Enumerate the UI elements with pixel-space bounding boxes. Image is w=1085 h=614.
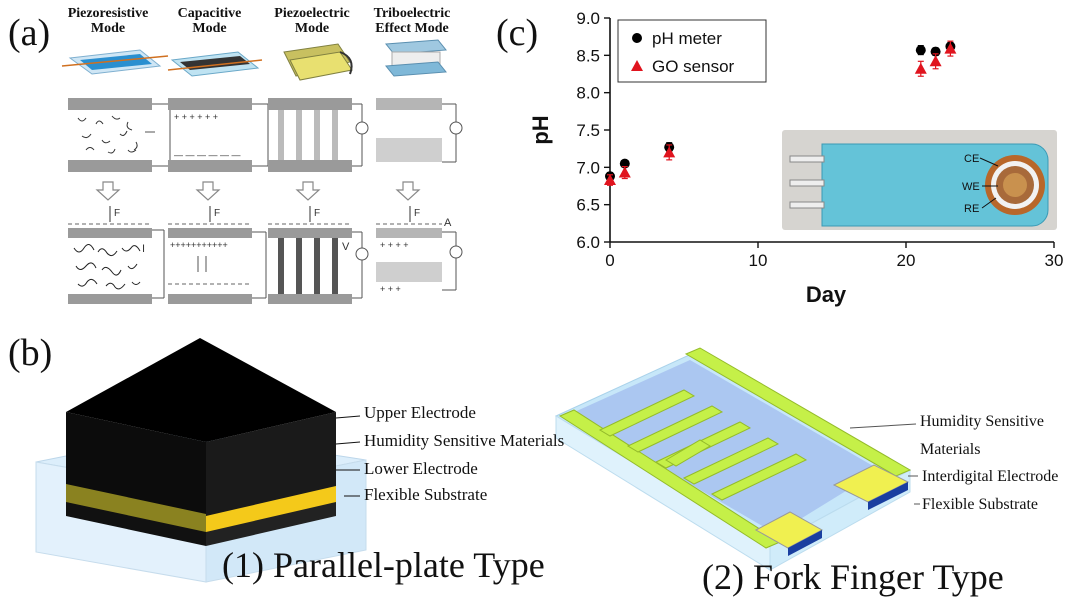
piezoresistive-relaxed-schematic	[68, 98, 171, 172]
point-go-sensor	[604, 174, 616, 186]
x-axis-label: Day	[806, 282, 847, 307]
svg-text:F: F	[414, 208, 420, 219]
contact-pad-2	[789, 179, 825, 187]
svg-text:+ + + + + +: + + + + + +	[174, 112, 218, 122]
y-tick-label: 7.0	[576, 158, 600, 177]
label-upper-electrode: Upper Electrode	[364, 403, 476, 422]
panel-a-letter: (a)	[8, 12, 51, 54]
mode-title-piezoresistive: Piezoresistive Mode	[67, 6, 149, 36]
chart-axes: 0 10 20 30 6.0 6.5 7.0 7.5 8.0 8.5 9.0	[576, 9, 1063, 270]
y-tick-label: 7.5	[576, 121, 600, 140]
panel-b-letter: (b)	[8, 332, 53, 374]
mode-title-capacitive: Capacitive Mode	[177, 6, 242, 36]
x-tick-label: 0	[605, 251, 614, 270]
svg-text:F: F	[314, 208, 320, 219]
label-interdigital-electrode: Interdigital Electrode	[922, 468, 1059, 485]
piezoelectric-pressed-schematic: F V	[268, 206, 369, 304]
inset-label-we: WE	[962, 181, 980, 193]
svg-text:+++++++++++: +++++++++++	[170, 240, 228, 250]
svg-text:F: F	[214, 208, 220, 219]
caption-parallel-plate: (1) Parallel-plate Type	[222, 545, 545, 585]
upper-electrode	[66, 412, 206, 514]
y-tick-label: 6.0	[576, 233, 600, 252]
label-fork-flexible-substrate: Flexible Substrate	[922, 496, 1038, 513]
capacitive-relaxed-schematic: + + + + + + — — — — — —	[168, 98, 269, 172]
svg-text:+ + +: + + +	[380, 284, 401, 294]
sensing-film	[570, 360, 880, 534]
chart-legend: pH meter GO sensor	[617, 19, 767, 83]
contact-pad-3	[789, 201, 825, 209]
point-go-sensor	[914, 62, 927, 74]
capacitive-device-illustration	[167, 51, 263, 77]
label-flexible-substrate: Flexible Substrate	[364, 485, 488, 504]
triboelectric-pressed-schematic: F + + + + + + + A	[376, 206, 463, 294]
mode-title-triboelectric: Triboelectric Effect Mode	[373, 6, 451, 36]
piezoelectric-device-illustration	[283, 43, 353, 81]
x-tick-label: 10	[749, 251, 768, 270]
y-axis-label: pH	[528, 115, 553, 144]
legend-label-ph-meter: pH meter	[652, 29, 722, 48]
legend-marker-go-sensor	[631, 60, 643, 71]
contact-pad-1	[789, 155, 825, 163]
label-lower-electrode: Lower Electrode	[364, 459, 478, 478]
ph-stability-chart: 0 10 20 30 6.0 6.5 7.0 7.5 8.0 8.5 9.0 CE WE RE pH…	[528, 9, 1063, 307]
piezoresistive-device-illustration	[61, 49, 169, 75]
fork-finger-sensor	[554, 347, 920, 571]
label-humidity-materials: Humidity Sensitive Materials	[364, 431, 565, 450]
caption-fork-finger: (2) Fork Finger Type	[702, 557, 1004, 597]
svg-text:I: I	[142, 243, 145, 255]
x-tick-label: 30	[1045, 251, 1064, 270]
point-go-sensor	[618, 166, 631, 178]
electrode-strip	[821, 143, 1049, 227]
panel-c-letter: (c)	[496, 12, 539, 54]
capacitive-pressed-schematic: F +++++++++++	[168, 206, 267, 304]
piezoelectric-relaxed-schematic	[268, 98, 369, 172]
point-go-sensor	[663, 146, 676, 158]
piezoresistive-pressed-schematic: F I	[68, 206, 165, 304]
label-materials: Materials	[920, 441, 981, 458]
press-arrows	[95, 181, 421, 201]
chart-marks	[604, 40, 957, 186]
svg-text:A: A	[444, 217, 452, 229]
legend-marker-ph-meter	[632, 33, 642, 43]
label-humidity-sensitive: Humidity Sensitive	[920, 413, 1044, 430]
triboelectric-relaxed-schematic	[376, 98, 463, 163]
mode-title-piezoelectric: Piezoelectric Mode	[274, 6, 350, 36]
inset-label-re: RE	[964, 203, 979, 215]
svg-text:— — — — — —: — — — — — —	[174, 150, 241, 160]
parallel-plate-sensor	[35, 338, 367, 583]
point-ph-meter	[915, 45, 926, 56]
y-tick-label: 9.0	[576, 9, 600, 28]
y-tick-label: 8.0	[576, 84, 600, 103]
interdigital-fingers	[558, 347, 912, 549]
point-go-sensor	[944, 42, 957, 54]
triboelectric-device-illustration	[385, 39, 447, 77]
x-tick-label: 20	[897, 251, 916, 270]
sensing-modes-diagram: + + + + + + — — — — — —	[61, 39, 463, 304]
legend-label-go-sensor: GO sensor	[652, 57, 735, 76]
y-tick-label: 6.5	[576, 196, 600, 215]
point-go-sensor	[929, 55, 942, 67]
electrode-inset: CE WE RE	[782, 130, 1057, 230]
svg-text:F: F	[114, 208, 120, 219]
svg-text:V: V	[342, 241, 350, 253]
legend-box	[617, 19, 767, 83]
y-tick-label: 8.5	[576, 46, 600, 65]
inset-label-ce: CE	[964, 153, 979, 165]
humidity-sensor-structures	[35, 338, 920, 583]
svg-text:+ + + +: + + + +	[380, 240, 409, 250]
